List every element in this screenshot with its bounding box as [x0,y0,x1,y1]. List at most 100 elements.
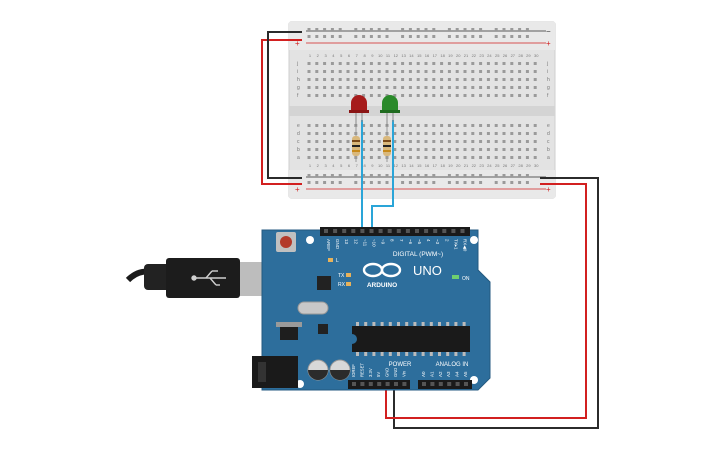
column-label: 4 [332,163,335,168]
usb-icon [191,270,226,286]
analog-pin-label: A5 [463,371,468,377]
column-label: 24 [487,163,492,168]
resistor-1[interactable] [352,126,360,162]
column-label: 5 [340,53,343,58]
digital-pin-label: 4 [426,239,431,242]
column-label: 11 [386,53,391,58]
wires[interactable] [261,31,599,429]
column-label: 1 [309,163,312,168]
usb-cable[interactable] [125,258,272,298]
digital-pin-label: ~10 [372,239,377,247]
power-pin-label: 5V [376,372,381,377]
column-label: 28 [518,53,523,58]
row-label: f [547,93,549,99]
analog-pin-socket[interactable] [438,382,443,386]
breadboard-holes [307,28,537,184]
column-label: 6 [348,163,351,168]
power-pin-socket[interactable] [394,382,398,386]
row-label: i [297,69,298,75]
green-led[interactable] [380,95,400,128]
digital-pin-socket[interactable] [433,229,438,233]
power-pin-label: GND [393,368,398,377]
digital-pin-socket[interactable] [333,229,338,233]
column-label: 13 [401,163,406,168]
column-label: 20 [456,163,461,168]
digital-pin-socket[interactable] [442,229,447,233]
rail-minus-label-tr: − [546,27,551,36]
on-label: ON [462,276,470,282]
column-label: 10 [378,53,383,58]
digital-pin-label: 12 [353,239,358,245]
digital-pin-socket[interactable] [324,229,328,233]
microcontroller-chip [352,322,470,356]
row-label: f [297,93,299,99]
usb-chip [317,276,331,290]
breadboard-labels: 1122334455667788991010111112121313141415… [296,53,550,168]
resistor-2[interactable] [383,126,391,162]
digital-pin-socket[interactable] [405,229,410,233]
column-label: 10 [378,163,383,168]
column-label: 26 [503,163,508,168]
column-label: 2 [317,53,320,58]
analog-pin-label: A3 [446,371,451,377]
analog-header[interactable] [418,380,472,389]
column-label: 30 [534,163,539,168]
analog-pin-label: A1 [429,371,434,377]
bottom-pin-sockets[interactable] [352,382,468,386]
digital-pin-socket[interactable] [451,229,456,233]
power-pin-socket[interactable] [368,382,373,386]
digital-pin-sockets[interactable] [324,229,465,233]
power-label: POWER [389,362,412,368]
status-leds: L TX RX [328,258,351,288]
rail-plus-label-tr: + [546,39,551,48]
column-label: 30 [534,53,539,58]
digital-header[interactable] [320,227,470,236]
digital-pin-socket[interactable] [360,229,365,233]
column-label: 22 [472,53,477,58]
power-pin-socket[interactable] [377,382,382,386]
breadboard[interactable]: 1122334455667788991010111112121313141415… [288,21,556,199]
digital-label: DIGITAL (PWM~) [393,251,443,258]
power-pin-socket[interactable] [352,382,356,386]
row-label: h [297,77,300,83]
column-label: 18 [440,163,445,168]
row-label: c [297,139,300,145]
column-label: 19 [448,53,453,58]
row-label: g [547,85,550,91]
power-pin-socket[interactable] [360,382,365,386]
column-label: 6 [348,53,351,58]
digital-pin-socket[interactable] [424,229,429,233]
analog-pin-socket[interactable] [430,382,435,386]
digital-pin-socket[interactable] [396,229,401,233]
reset-button[interactable] [276,232,296,252]
red-led[interactable] [349,95,369,128]
column-label: 14 [409,163,414,168]
digital-pin-socket[interactable] [342,229,347,233]
digital-pin-socket[interactable] [387,229,392,233]
rail-plus-label-br: + [546,185,551,194]
analog-pin-socket[interactable] [447,382,452,386]
digital-pin-label: ~6 [408,239,413,245]
digital-pin-socket[interactable] [378,229,383,233]
column-label: 8 [363,53,366,58]
digital-pin-socket[interactable] [415,229,419,233]
column-label: 13 [401,53,406,58]
analog-pin-socket[interactable] [455,382,460,386]
row-label: i [547,69,548,75]
analog-label: ANALOG IN [436,362,469,368]
power-pin-socket[interactable] [385,382,390,386]
column-label: 23 [479,53,484,58]
column-label: 5 [340,163,343,168]
column-label: 23 [479,163,484,168]
digital-pin-socket[interactable] [460,229,465,233]
column-label: 1 [309,53,312,58]
analog-pin-socket[interactable] [464,382,468,386]
analog-pin-socket[interactable] [422,382,426,386]
digital-pin-socket[interactable] [369,229,374,233]
power-pin-socket[interactable] [402,382,407,386]
digital-pin-socket[interactable] [351,229,356,233]
